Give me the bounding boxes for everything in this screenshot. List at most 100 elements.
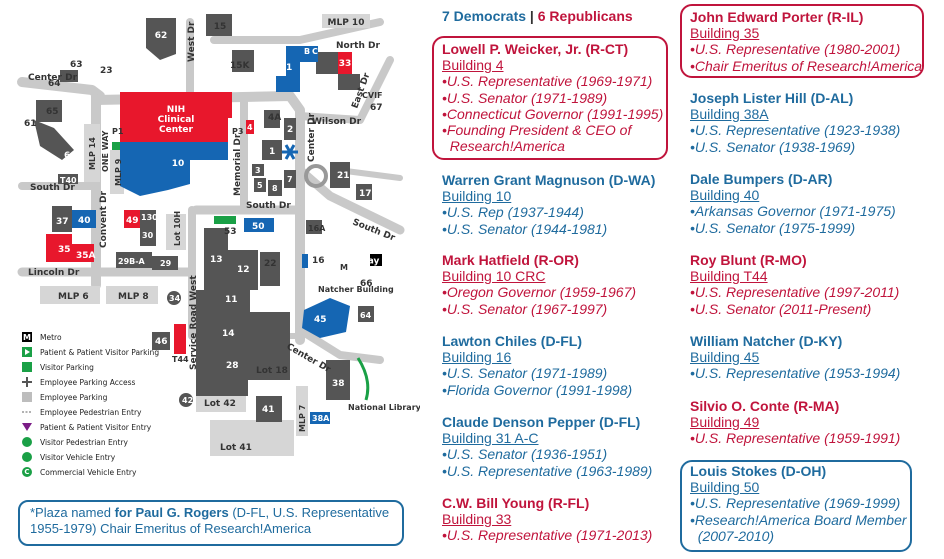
label-15: 15 <box>214 22 227 32</box>
building-4a <box>264 110 280 128</box>
building-link[interactable]: Building 38A <box>690 106 769 123</box>
legislator-role: •Arkansas Governor (1971-1975) <box>690 203 896 220</box>
label-30: 30 <box>142 231 154 240</box>
label-south-dr: South Dr <box>246 201 291 211</box>
note-prefix: *Plaza named <box>30 505 115 520</box>
building-link[interactable]: Building 31 A-C <box>442 430 539 447</box>
legislator-entry: John Edward Porter (R-IL)Building 35•U.S… <box>690 9 922 74</box>
label-53: 53 <box>224 227 237 237</box>
building-link[interactable]: Building T44 <box>690 268 768 285</box>
label-p3: P3 <box>232 127 243 136</box>
label-42: 42 <box>182 396 193 405</box>
label-4a: 4A <box>268 113 281 123</box>
label-15k: 15K <box>230 61 251 71</box>
patient-parking-marker <box>112 142 120 150</box>
building-t40 <box>58 174 78 184</box>
legislator-role: •U.S. Senator (1938-1969) <box>690 138 856 155</box>
employee-parking-icon <box>22 392 32 402</box>
campus-map: Gateway Center 62 15 MLP 10 North Dr B C… <box>17 6 420 456</box>
building-link[interactable]: Building 10 CRC <box>442 268 546 285</box>
building-link[interactable]: Building 45 <box>690 349 760 366</box>
highlight-box-stokes <box>680 460 912 552</box>
legislator-role: •U.S. Senator (1967-1997) <box>442 300 608 317</box>
party-summary: 7 Democrats | 6 Republicans <box>442 8 633 24</box>
label-7: 7 <box>287 175 293 184</box>
label-34: 34 <box>169 294 181 303</box>
building-21 <box>330 162 350 188</box>
label-63: 63 <box>70 60 83 70</box>
legend-item: Visitor Pedestrian Entry <box>22 435 128 449</box>
label-mlp6: MLP 6 <box>58 292 89 302</box>
legislator-role: •Founding President & CEO of <box>442 122 632 139</box>
building-link[interactable]: Building 40 <box>690 187 760 204</box>
label-41: 41 <box>262 405 275 415</box>
label-mlp9: MLP 9 <box>114 158 123 186</box>
label-clinical: Clinical <box>158 115 195 125</box>
legislator-entry: Lawton Chiles (D-FL)Building 16•U.S. Sen… <box>442 333 632 398</box>
legislator-name: Louis Stokes (D-OH) <box>690 463 827 479</box>
commercial-vehicle-icon: C <box>22 467 32 477</box>
building-33 <box>338 52 352 74</box>
legislator-role: •Oregon Governor (1959-1967) <box>442 284 637 301</box>
emergency-icon <box>282 144 298 160</box>
building-41 <box>256 396 282 422</box>
building-link[interactable]: Building 49 <box>690 414 760 431</box>
note-line2: 1955-1979) Chair Emeritus of Research!Am… <box>30 521 312 536</box>
label-1: 1 <box>269 147 275 157</box>
building-link[interactable]: Building 50 <box>690 479 760 496</box>
legislator-name: Mark Hatfield (R-OR) <box>442 252 579 268</box>
building-t44 <box>174 324 186 354</box>
building-15k <box>232 50 254 72</box>
building-link[interactable]: Building 4 <box>442 57 504 74</box>
building-38a <box>310 412 330 424</box>
label-gateway: M <box>340 263 348 272</box>
patient-visitor-entry-icon <box>22 422 32 432</box>
label-memorial-dr: Memorial Dr <box>233 133 243 196</box>
building-4 <box>246 120 254 134</box>
label-p1: P1 <box>112 127 124 136</box>
mlp-7 <box>296 386 308 436</box>
label-north-dr: North Dr <box>336 41 380 51</box>
legislator-entry: Warren Grant Magnuson (D-WA)Building 10•… <box>442 172 655 237</box>
label-21: 21 <box>337 171 350 181</box>
legend-label: Patient & Patient Visitor Parking <box>40 347 160 357</box>
employee-parking-access-icon <box>22 377 32 387</box>
visitor-vehicle-icon <box>22 452 32 462</box>
building-link[interactable]: Building 33 <box>442 511 512 528</box>
label-33: 33 <box>339 59 352 69</box>
label-22: 22 <box>264 259 277 269</box>
legend-item: Patient & Patient Visitor Parking <box>22 345 159 359</box>
legislator-name: C.W. Bill Young (R-FL) <box>442 495 590 511</box>
building-link[interactable]: Building 35 <box>690 25 760 42</box>
highlight-box-weicker <box>432 36 668 160</box>
label-37: 37 <box>56 217 69 227</box>
building-link[interactable]: Building 16 <box>442 349 512 366</box>
legislator-role: •U.S. Rep (1937-1944) <box>442 204 584 221</box>
legislator-entry: Silvio O. Conte (R-MA)Building 49•U.S. R… <box>690 398 900 447</box>
legislator-role: •U.S. Senator (2011-Present) <box>690 300 872 317</box>
building-10-crc <box>120 92 232 142</box>
party-separator: | <box>526 8 538 24</box>
legend-label: Employee Parking <box>40 392 108 402</box>
legislator-name: Lawton Chiles (D-FL) <box>442 333 582 349</box>
label-31b: B <box>304 47 310 56</box>
building-60 <box>34 120 74 160</box>
label-14: 14 <box>222 329 235 339</box>
building-64b <box>358 306 374 322</box>
building-38 <box>326 360 350 400</box>
highlight-box-porter <box>680 4 924 78</box>
legislator-role: •U.S. Senator (1936-1951) <box>442 446 608 463</box>
label-t40: T40 <box>60 176 77 185</box>
label-60: 60 <box>64 151 77 161</box>
label-45: 45 <box>314 315 327 325</box>
building-45 <box>302 298 350 338</box>
building-link[interactable]: Building 10 <box>442 188 512 205</box>
legend-label: Patient & Patient Visitor Entry <box>40 422 152 432</box>
legend-item: Visitor Parking <box>22 360 94 374</box>
label-35a: 35A <box>76 251 96 261</box>
label-5: 5 <box>257 181 263 190</box>
label-29ba: 29B-A <box>118 257 146 266</box>
employee-pedestrian-icon <box>22 407 32 417</box>
mlp-6 <box>40 286 100 304</box>
